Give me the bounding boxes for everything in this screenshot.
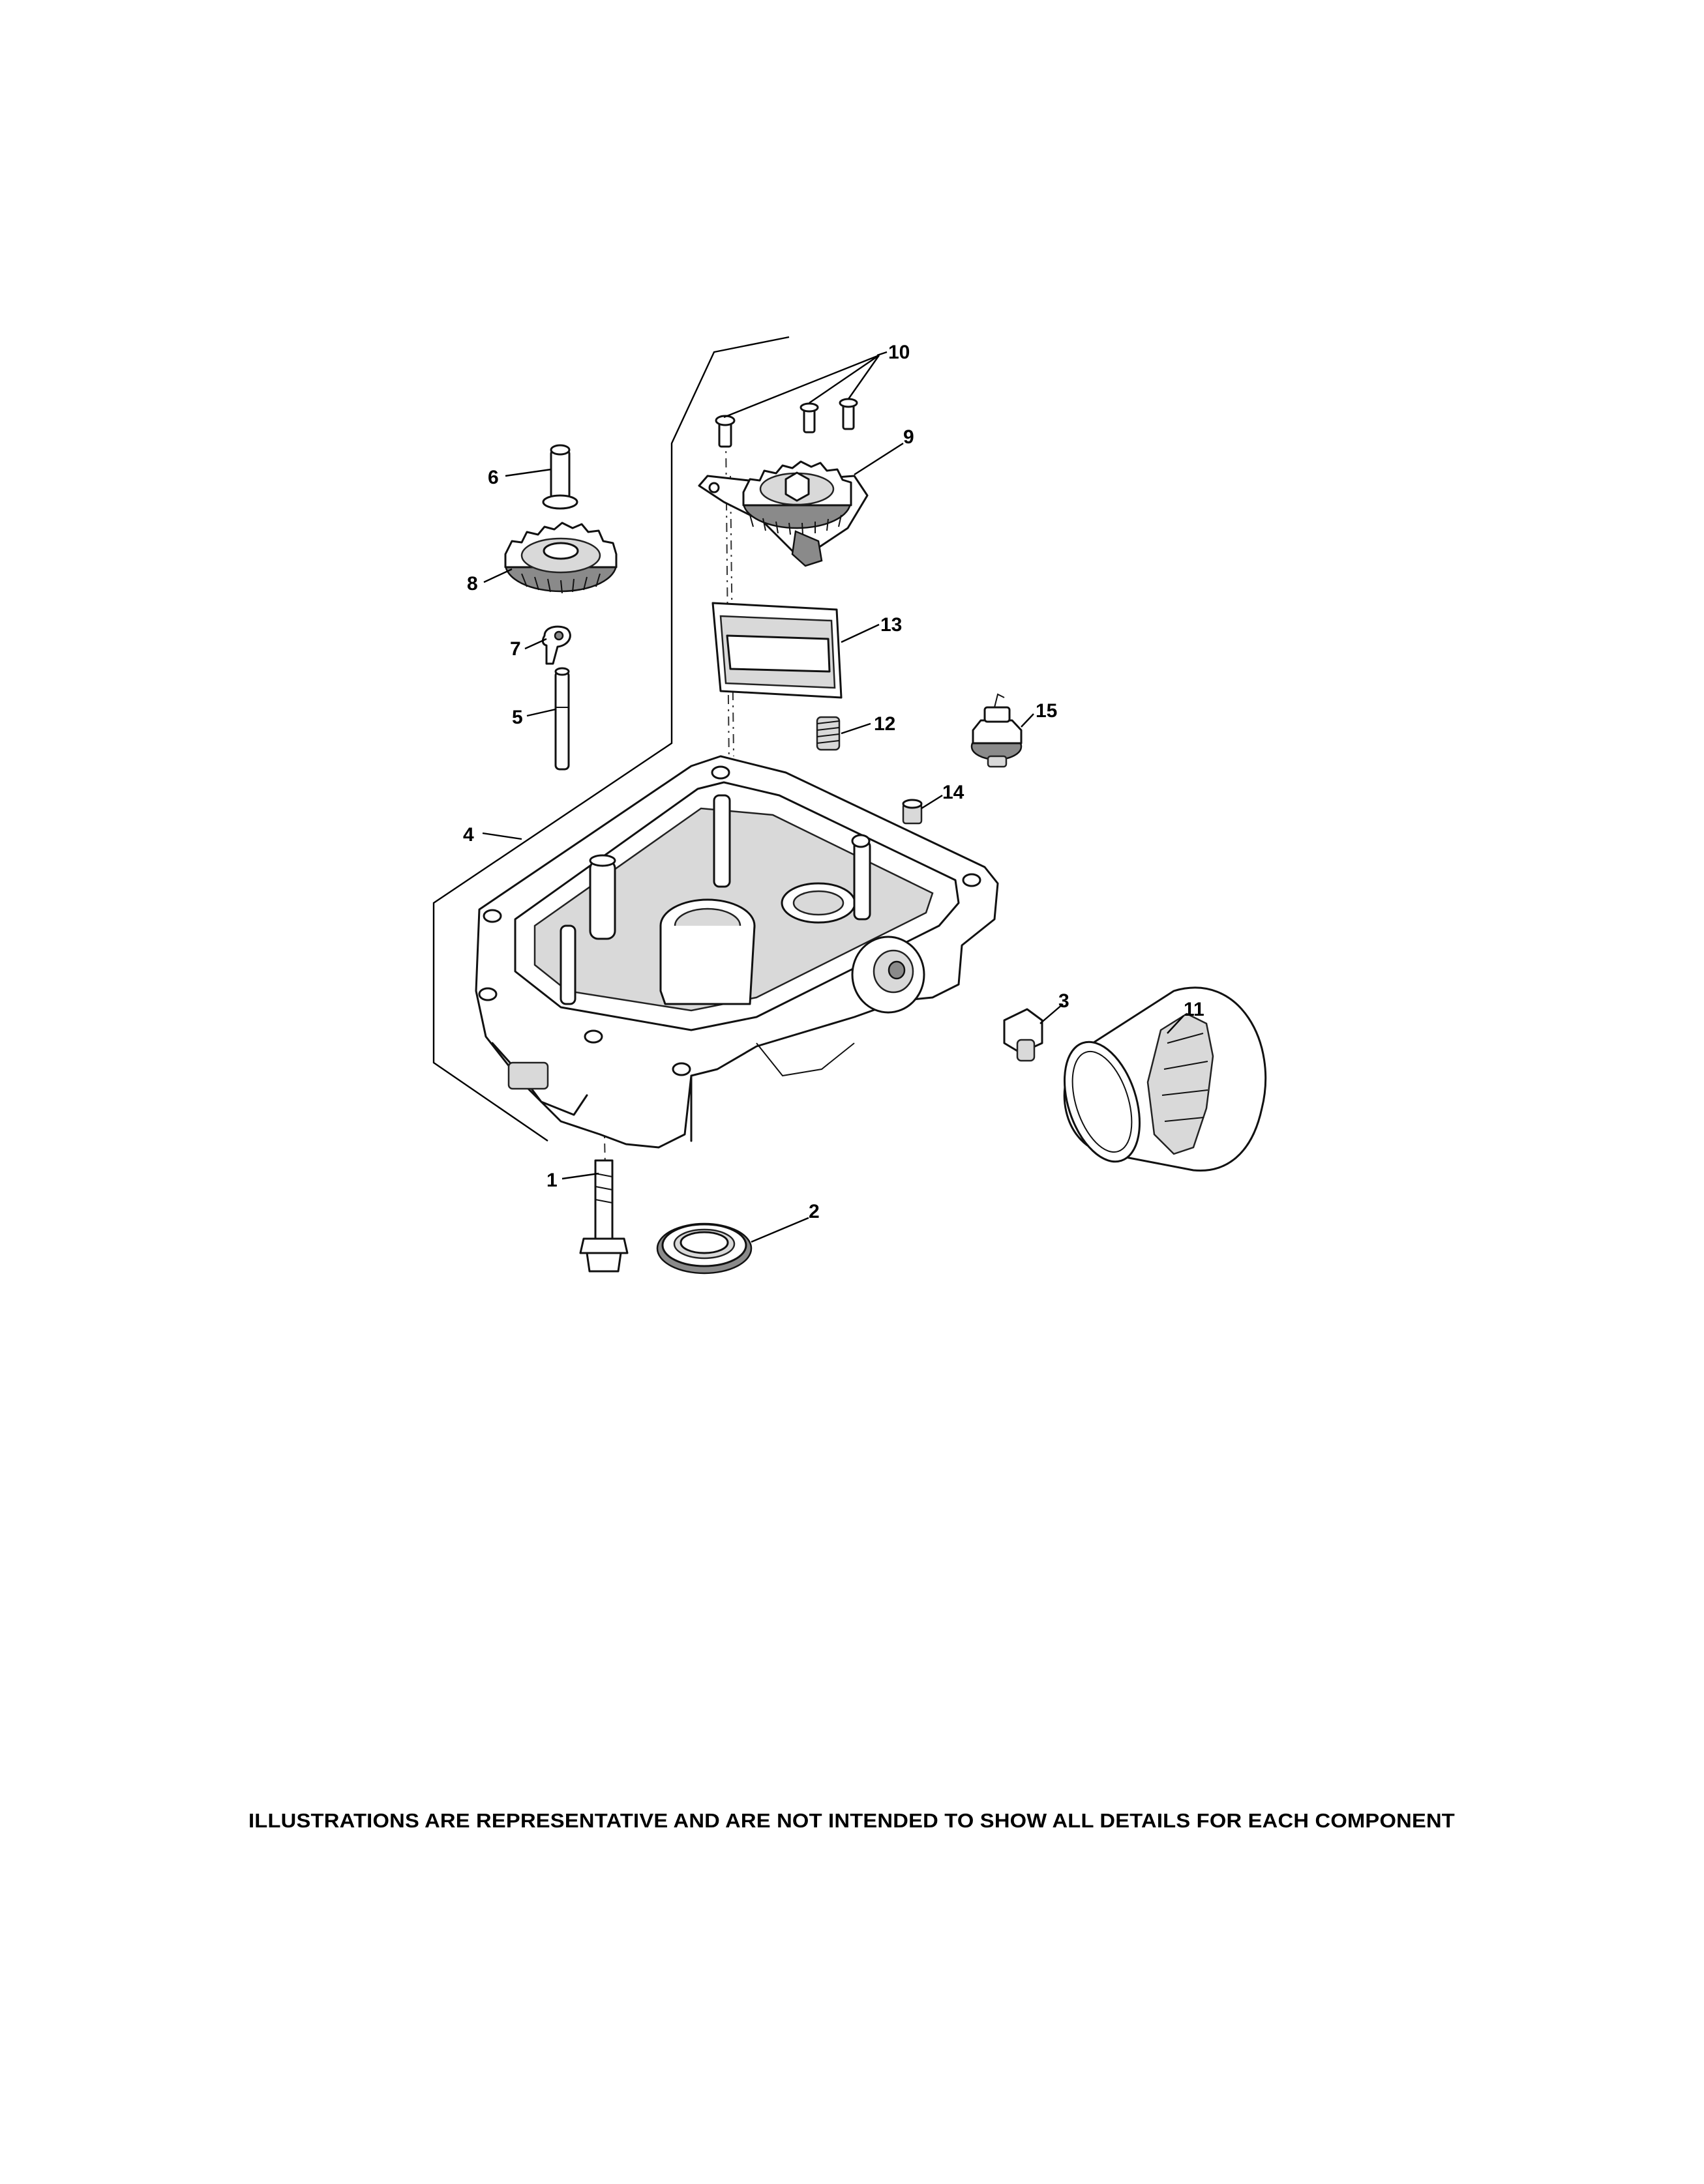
part-13-screen[interactable] bbox=[711, 602, 843, 699]
callout-6: 6 bbox=[488, 467, 499, 488]
callout-10: 10 bbox=[888, 342, 910, 363]
callout-labels: 1 2 3 4 5 6 7 8 9 10 11 12 13 14 15 bbox=[463, 342, 1204, 1222]
part-4-oil-sump[interactable] bbox=[475, 755, 999, 1149]
part-9-oil-pump[interactable] bbox=[698, 460, 869, 567]
callout-1: 1 bbox=[546, 1170, 558, 1191]
part-12-spring[interactable] bbox=[816, 716, 841, 751]
part-14-bushing[interactable] bbox=[902, 799, 923, 825]
part-11-oil-filter[interactable] bbox=[1051, 986, 1267, 1172]
part-7-washer[interactable] bbox=[541, 625, 571, 665]
assembly-bracket bbox=[432, 336, 790, 1142]
part-5-shaft[interactable] bbox=[554, 667, 570, 771]
callout-14: 14 bbox=[942, 782, 964, 803]
callout-12: 12 bbox=[874, 713, 895, 735]
callout-9: 9 bbox=[903, 426, 914, 448]
part-10-screws[interactable] bbox=[715, 398, 858, 448]
part-6-pin[interactable] bbox=[542, 444, 578, 510]
part-2-oil-seal[interactable] bbox=[656, 1222, 753, 1275]
part-1-bolt[interactable] bbox=[579, 1159, 629, 1273]
part-8-gear[interactable] bbox=[504, 522, 618, 594]
callout-15: 15 bbox=[1036, 700, 1057, 722]
callout-11: 11 bbox=[1184, 999, 1204, 1020]
callout-5: 5 bbox=[512, 707, 523, 728]
callout-13: 13 bbox=[880, 614, 902, 636]
leader-lines bbox=[482, 351, 1184, 1243]
part-15-sensor[interactable] bbox=[970, 693, 1023, 768]
callout-2: 2 bbox=[809, 1201, 820, 1222]
callout-4: 4 bbox=[463, 824, 474, 846]
part-3-fitting[interactable] bbox=[1003, 1008, 1043, 1062]
callout-8: 8 bbox=[467, 573, 478, 595]
disclaimer-text: ILLUSTRATIONS ARE REPRESENTATIVE AND ARE… bbox=[248, 1809, 1455, 1832]
callout-7: 7 bbox=[510, 638, 521, 660]
callout-3: 3 bbox=[1058, 990, 1069, 1012]
